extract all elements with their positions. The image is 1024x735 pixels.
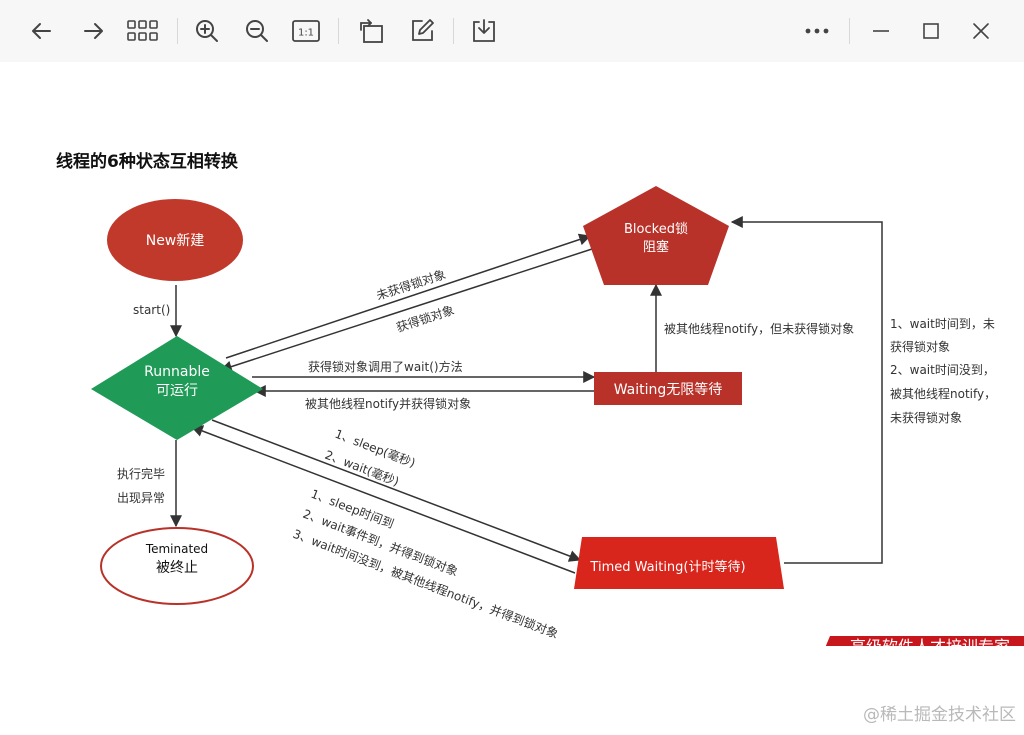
minimize-icon	[873, 30, 889, 32]
more-icon	[805, 28, 829, 34]
edge-label-timed-to-blocked-3: 2、wait时间没到，	[890, 362, 995, 377]
watermark: @稀土掘金技术社区	[863, 705, 1016, 725]
maximize-button[interactable]	[914, 12, 948, 50]
edge-label-to-blocked: 未获得锁对象	[374, 266, 447, 303]
back-button[interactable]	[25, 12, 59, 50]
actual-size-label: 1:1	[298, 28, 314, 39]
node-new	[107, 199, 243, 281]
node-terminated-line1: Teminated	[145, 542, 208, 556]
download-button[interactable]	[467, 12, 501, 50]
actual-size-icon: 1:1	[292, 20, 320, 42]
zoom-out-icon	[246, 20, 268, 42]
actual-size-button[interactable]: 1:1	[289, 12, 323, 50]
toolbar-separator	[338, 18, 339, 44]
zoom-out-button[interactable]	[240, 12, 274, 50]
node-new-label: New新建	[146, 233, 205, 249]
rotate-icon	[360, 19, 383, 43]
node-runnable-line1: Runnable	[144, 364, 210, 380]
download-icon	[473, 19, 495, 42]
image-viewer-toolbar: 1:1	[0, 0, 1024, 62]
toolbar-separator	[849, 18, 850, 44]
promo-banner-text: 高级软件人才培训专家	[850, 637, 1010, 656]
edge-label-start: start()	[133, 303, 170, 317]
node-runnable-line2: 可运行	[156, 383, 198, 399]
node-timed-waiting	[574, 537, 784, 589]
edge-label-from-waiting: 被其他线程notify并获得锁对象	[305, 396, 471, 411]
edge-label-timed-to-blocked-5: 未获得锁对象	[890, 410, 962, 425]
zoom-in-button[interactable]	[190, 12, 224, 50]
zoom-in-icon	[196, 20, 218, 42]
rotate-button[interactable]	[355, 12, 389, 50]
edge-label-waiting-to-blocked: 被其他线程notify，但未获得锁对象	[664, 321, 854, 336]
edge-label-from-blocked: 获得锁对象	[394, 302, 456, 335]
grid-icon	[127, 20, 158, 41]
edge-label-from-timed-3: 3、wait时间没到，被其他线程notify，并得到锁对象	[291, 526, 561, 641]
node-runnable	[91, 336, 263, 440]
node-blocked-line1: Blocked锁	[624, 221, 688, 237]
promo-banner: 高级软件人才培训专家	[825, 636, 1024, 656]
minimize-button[interactable]	[864, 12, 898, 50]
toolbar-separator	[177, 18, 178, 44]
node-terminated	[100, 527, 254, 605]
edge-label-timed-to-blocked-1: 1、wait时间到，未	[890, 317, 995, 331]
node-blocked-line2: 阻塞	[643, 239, 669, 255]
edit-icon	[412, 19, 434, 41]
node-timed-waiting-label: Timed Waiting(计时等待)	[589, 559, 745, 575]
arrow-left-icon	[32, 23, 51, 39]
node-blocked	[583, 186, 729, 285]
edit-button[interactable]	[405, 12, 439, 50]
edge-label-terminate-2: 出现异常	[117, 491, 165, 505]
grid-view-button[interactable]	[126, 12, 160, 50]
edge-label-timed-to-blocked-2: 获得锁对象	[890, 339, 950, 354]
edge-timed-to-runnable	[190, 425, 576, 574]
diagram-title: 线程的6种状态互相转换	[56, 151, 239, 172]
maximize-icon	[923, 23, 939, 39]
edge-label-to-waiting: 获得锁对象调用了wait()方法	[308, 359, 463, 374]
edge-timed-to-blocked	[730, 216, 883, 564]
toolbar-separator	[453, 18, 454, 44]
edge-blocked-to-runnable	[219, 248, 593, 373]
close-icon	[973, 23, 989, 39]
edge-label-terminate-1: 执行完毕	[117, 466, 165, 481]
thread-state-diagram: 线程的6种状态互相转换 New新建	[56, 151, 1024, 656]
forward-button[interactable]	[76, 12, 110, 50]
arrow-right-icon	[84, 23, 103, 39]
image-canvas: 线程的6种状态互相转换 New新建	[0, 62, 1024, 731]
edge-runnable-to-blocked	[225, 233, 592, 359]
close-button[interactable]	[964, 12, 998, 50]
edge-runnable-to-timed	[211, 419, 582, 562]
more-button[interactable]	[800, 12, 834, 50]
node-waiting	[594, 372, 742, 405]
node-terminated-line2: 被终止	[156, 560, 198, 576]
node-waiting-label: Waiting无限等待	[614, 381, 723, 398]
edge-label-timed-to-blocked-4: 被其他线程notify，	[890, 386, 996, 401]
